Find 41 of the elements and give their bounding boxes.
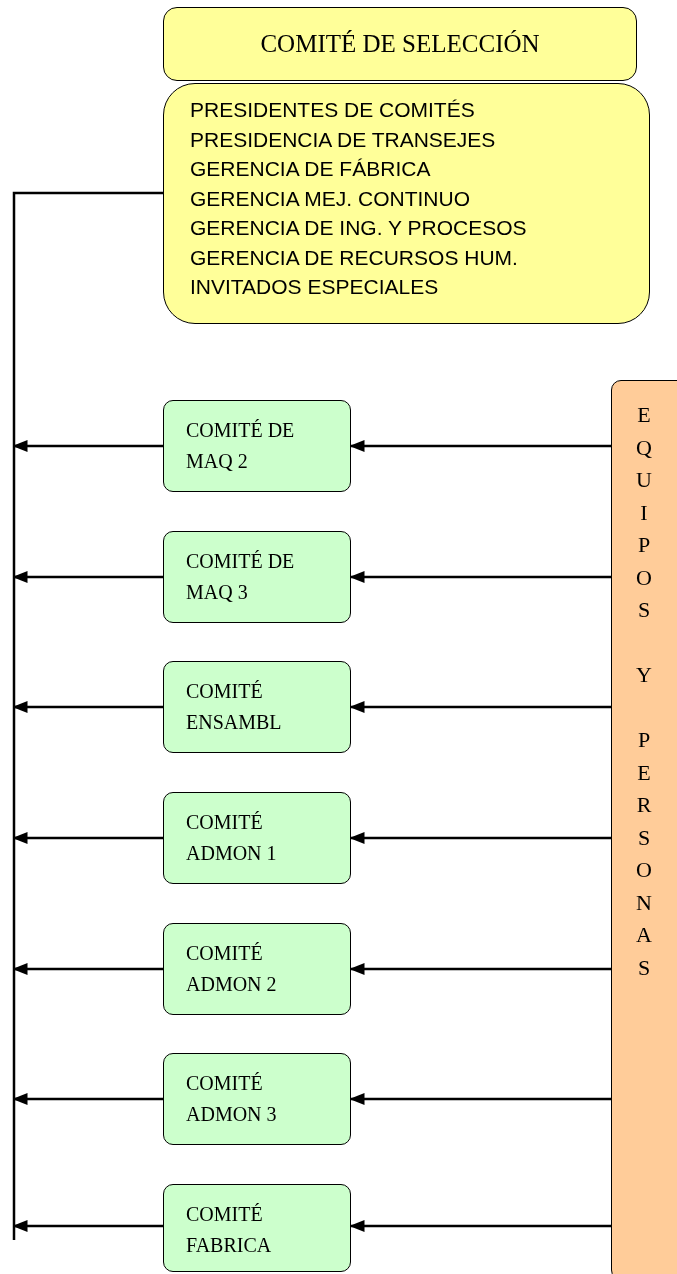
committee-box bbox=[163, 400, 351, 492]
arrow bbox=[12, 963, 163, 975]
arrow bbox=[349, 1220, 611, 1232]
arrow bbox=[12, 571, 163, 583]
arrow bbox=[349, 832, 611, 844]
committee-name: COMITÉ ADMON 3 bbox=[186, 1071, 278, 1127]
arrow bbox=[349, 1093, 611, 1105]
arrow bbox=[12, 1093, 163, 1105]
committee-name: COMITÉ DE MAQ 3 bbox=[186, 549, 296, 605]
connector-line bbox=[12, 191, 163, 1240]
arrow bbox=[12, 832, 163, 844]
arrow bbox=[349, 701, 611, 713]
committee-name: COMITÉ ENSAMBL bbox=[186, 679, 283, 735]
arrow bbox=[349, 440, 611, 452]
vertical-label-box bbox=[611, 380, 677, 1274]
arrow bbox=[349, 963, 611, 975]
arrow bbox=[12, 440, 163, 452]
member-text: GERENCIA DE ING. Y PROCESOS bbox=[190, 215, 528, 241]
arrow bbox=[349, 571, 611, 583]
member-text: GERENCIA DE FÁBRICA bbox=[190, 156, 432, 182]
member-text: PRESIDENCIA DE TRANSEJES bbox=[190, 126, 497, 153]
committee-name: COMITÉ ADMON 2 bbox=[186, 941, 278, 997]
committee-name: COMITÉ FABRICA bbox=[186, 1202, 273, 1258]
member-text: GERENCIA DE RECURSOS HUM. bbox=[190, 244, 519, 271]
member-text: PRESIDENTES DE COMITÉS bbox=[190, 97, 476, 123]
arrow bbox=[12, 1220, 163, 1232]
committee-name: COMITÉ DE MAQ 2 bbox=[186, 418, 296, 474]
committee-box bbox=[163, 1053, 351, 1145]
member-text: GERENCIA MEJ. CONTINUO bbox=[190, 185, 472, 212]
vertical-label: EQUIPOS Y PERSONAS bbox=[635, 401, 653, 982]
committee-title-box bbox=[163, 7, 637, 81]
title-text: COMITÉ DE SELECCIÓN bbox=[260, 30, 540, 58]
member-list-box bbox=[163, 83, 650, 324]
committee-box bbox=[163, 1184, 351, 1272]
committee-box bbox=[163, 661, 351, 753]
committee-box bbox=[163, 923, 351, 1015]
committee-box bbox=[163, 531, 351, 623]
arrow bbox=[12, 701, 163, 713]
committee-box bbox=[163, 792, 351, 884]
committee-name: COMITÉ ADMON 1 bbox=[186, 810, 278, 866]
member-text: INVITADOS ESPECIALES bbox=[190, 274, 440, 300]
